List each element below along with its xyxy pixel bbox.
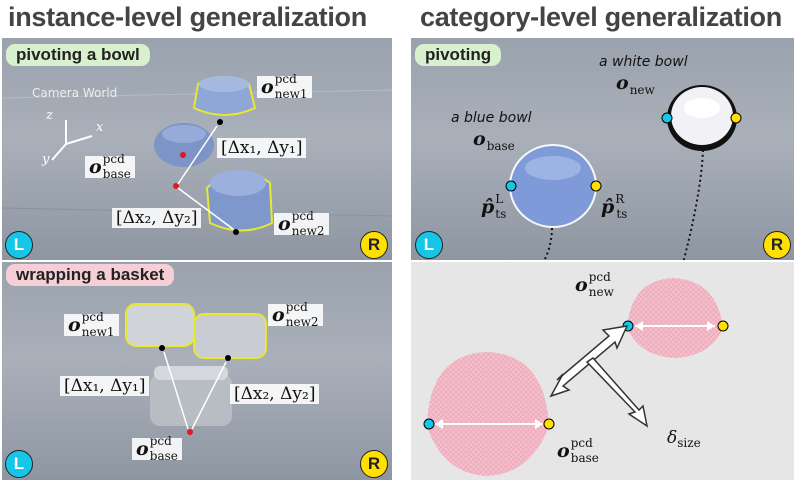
basket-o-new2-label: opcdnew2: [268, 300, 323, 329]
p-left-label: p̂Lts: [481, 192, 507, 221]
cat-right-hand-badge: R: [763, 231, 791, 259]
basket-o-new1-sym: o: [68, 314, 81, 336]
point-cloud-scene: [423, 278, 729, 476]
p-left-sub: ts: [495, 207, 507, 221]
bowl-pivot-photo: pivoting a bowl Camera World z x y opcdn…: [2, 38, 392, 260]
cloud-o-new-sup: pcd: [588, 270, 611, 284]
delta2-label: [Δx₂, Δy₂]: [112, 208, 202, 228]
cloud-o-base-sup: pcd: [570, 436, 593, 450]
basket-o-base-sup: pcd: [149, 434, 172, 448]
camera-world-label: Camera World: [32, 86, 118, 100]
basket-wrap-scene: [125, 303, 267, 435]
p-right-sym: p̂: [601, 196, 615, 218]
p-left-sup: L: [495, 192, 504, 206]
delta-size-sub: size: [677, 436, 701, 450]
cloud-o-new-sub: new: [588, 285, 614, 299]
blue-bowl-caption: a blue bowl: [451, 110, 532, 126]
cloud-o-new-label: opcdnew: [575, 270, 614, 299]
basket-o-base-sym: o: [136, 438, 149, 460]
basket-o-new2-sup: pcd: [285, 300, 308, 314]
delta-size-sym: δ: [667, 428, 678, 448]
cloud-o-base-label: opcdbase: [557, 436, 599, 465]
basket-o-new1-sup: pcd: [81, 310, 104, 324]
white-bowl-caption: a white bowl: [599, 54, 688, 70]
task-tag-wrapping-basket: wrapping a basket: [6, 264, 175, 286]
basket-o-base-label: opcdbase: [132, 434, 182, 463]
task-tag-pivoting: pivoting: [415, 44, 502, 66]
p-right-label: p̂Rts: [601, 192, 628, 221]
axis-y-label: y: [42, 152, 50, 167]
cloud-o-base-sub: base: [570, 451, 599, 465]
basket-delta1-label: [Δx₁, Δy₁]: [60, 376, 150, 396]
basket-left-hand-badge: L: [5, 450, 33, 478]
basket-o-new2-sub: new2: [285, 315, 319, 329]
o-new2-label: opcdnew2: [274, 209, 329, 238]
o-new1-sym: o: [261, 76, 274, 98]
o-new2-sub: new2: [291, 224, 325, 238]
o-base-sub: base: [102, 167, 131, 181]
axis-z-label: z: [46, 108, 53, 123]
instance-level-title: instance-level generalization: [8, 2, 367, 32]
o-base-cat-sub: base: [486, 139, 515, 153]
o-base-sup: pcd: [102, 152, 125, 166]
delta1-label: [Δx₁, Δy₁]: [217, 138, 307, 158]
o-base-sym: o: [89, 156, 102, 178]
cat-left-hand-badge: L: [415, 231, 443, 259]
o-base-cat-label: obase: [473, 128, 515, 153]
point-cloud-panel: opcdnew opcdbase δsize: [411, 262, 794, 480]
basket-wrap-photo: wrapping a basket opcdnew1 opcdnew2 opcd…: [2, 262, 392, 480]
basket-o-new1-sub: new1: [81, 325, 115, 339]
basket-o-new2-sym: o: [272, 304, 285, 326]
o-new-label: onew: [616, 72, 655, 97]
task-tag-pivoting-bowl: pivoting a bowl: [6, 44, 150, 66]
bowl-pivot-scene: [2, 76, 392, 235]
o-new2-sup: pcd: [291, 209, 314, 223]
category-pivot-photo: pivoting a white bowl onew a blue bowl o…: [411, 38, 794, 260]
category-level-title: category-level generalization: [420, 2, 782, 32]
basket-o-new1-label: opcdnew1: [64, 310, 119, 339]
o-new1-sup: pcd: [274, 72, 297, 86]
o-new1-sub: new1: [274, 87, 308, 101]
axis-x-label: x: [96, 120, 104, 135]
basket-o-base-sub: base: [149, 449, 178, 463]
o-new-sub: new: [629, 83, 655, 97]
delta-size-label: δsize: [667, 428, 701, 450]
p-left-sym: p̂: [481, 196, 495, 218]
category-pivot-scene: [505, 85, 742, 260]
o-base-cat-sym: o: [473, 128, 486, 150]
o-new-sym: o: [616, 72, 629, 94]
o-new2-sym: o: [278, 213, 291, 235]
p-right-sup: R: [615, 192, 625, 206]
basket-delta2-label: [Δx₂, Δy₂]: [230, 384, 320, 404]
basket-right-hand-badge: R: [360, 450, 388, 478]
left-hand-badge: L: [5, 231, 33, 259]
o-base-label: opcdbase: [85, 152, 135, 181]
o-new1-label: opcdnew1: [257, 72, 312, 101]
p-right-sub: ts: [616, 207, 628, 221]
right-hand-badge: R: [360, 231, 388, 259]
cloud-o-new-sym: o: [575, 274, 588, 296]
cloud-o-base-sym: o: [557, 440, 570, 462]
